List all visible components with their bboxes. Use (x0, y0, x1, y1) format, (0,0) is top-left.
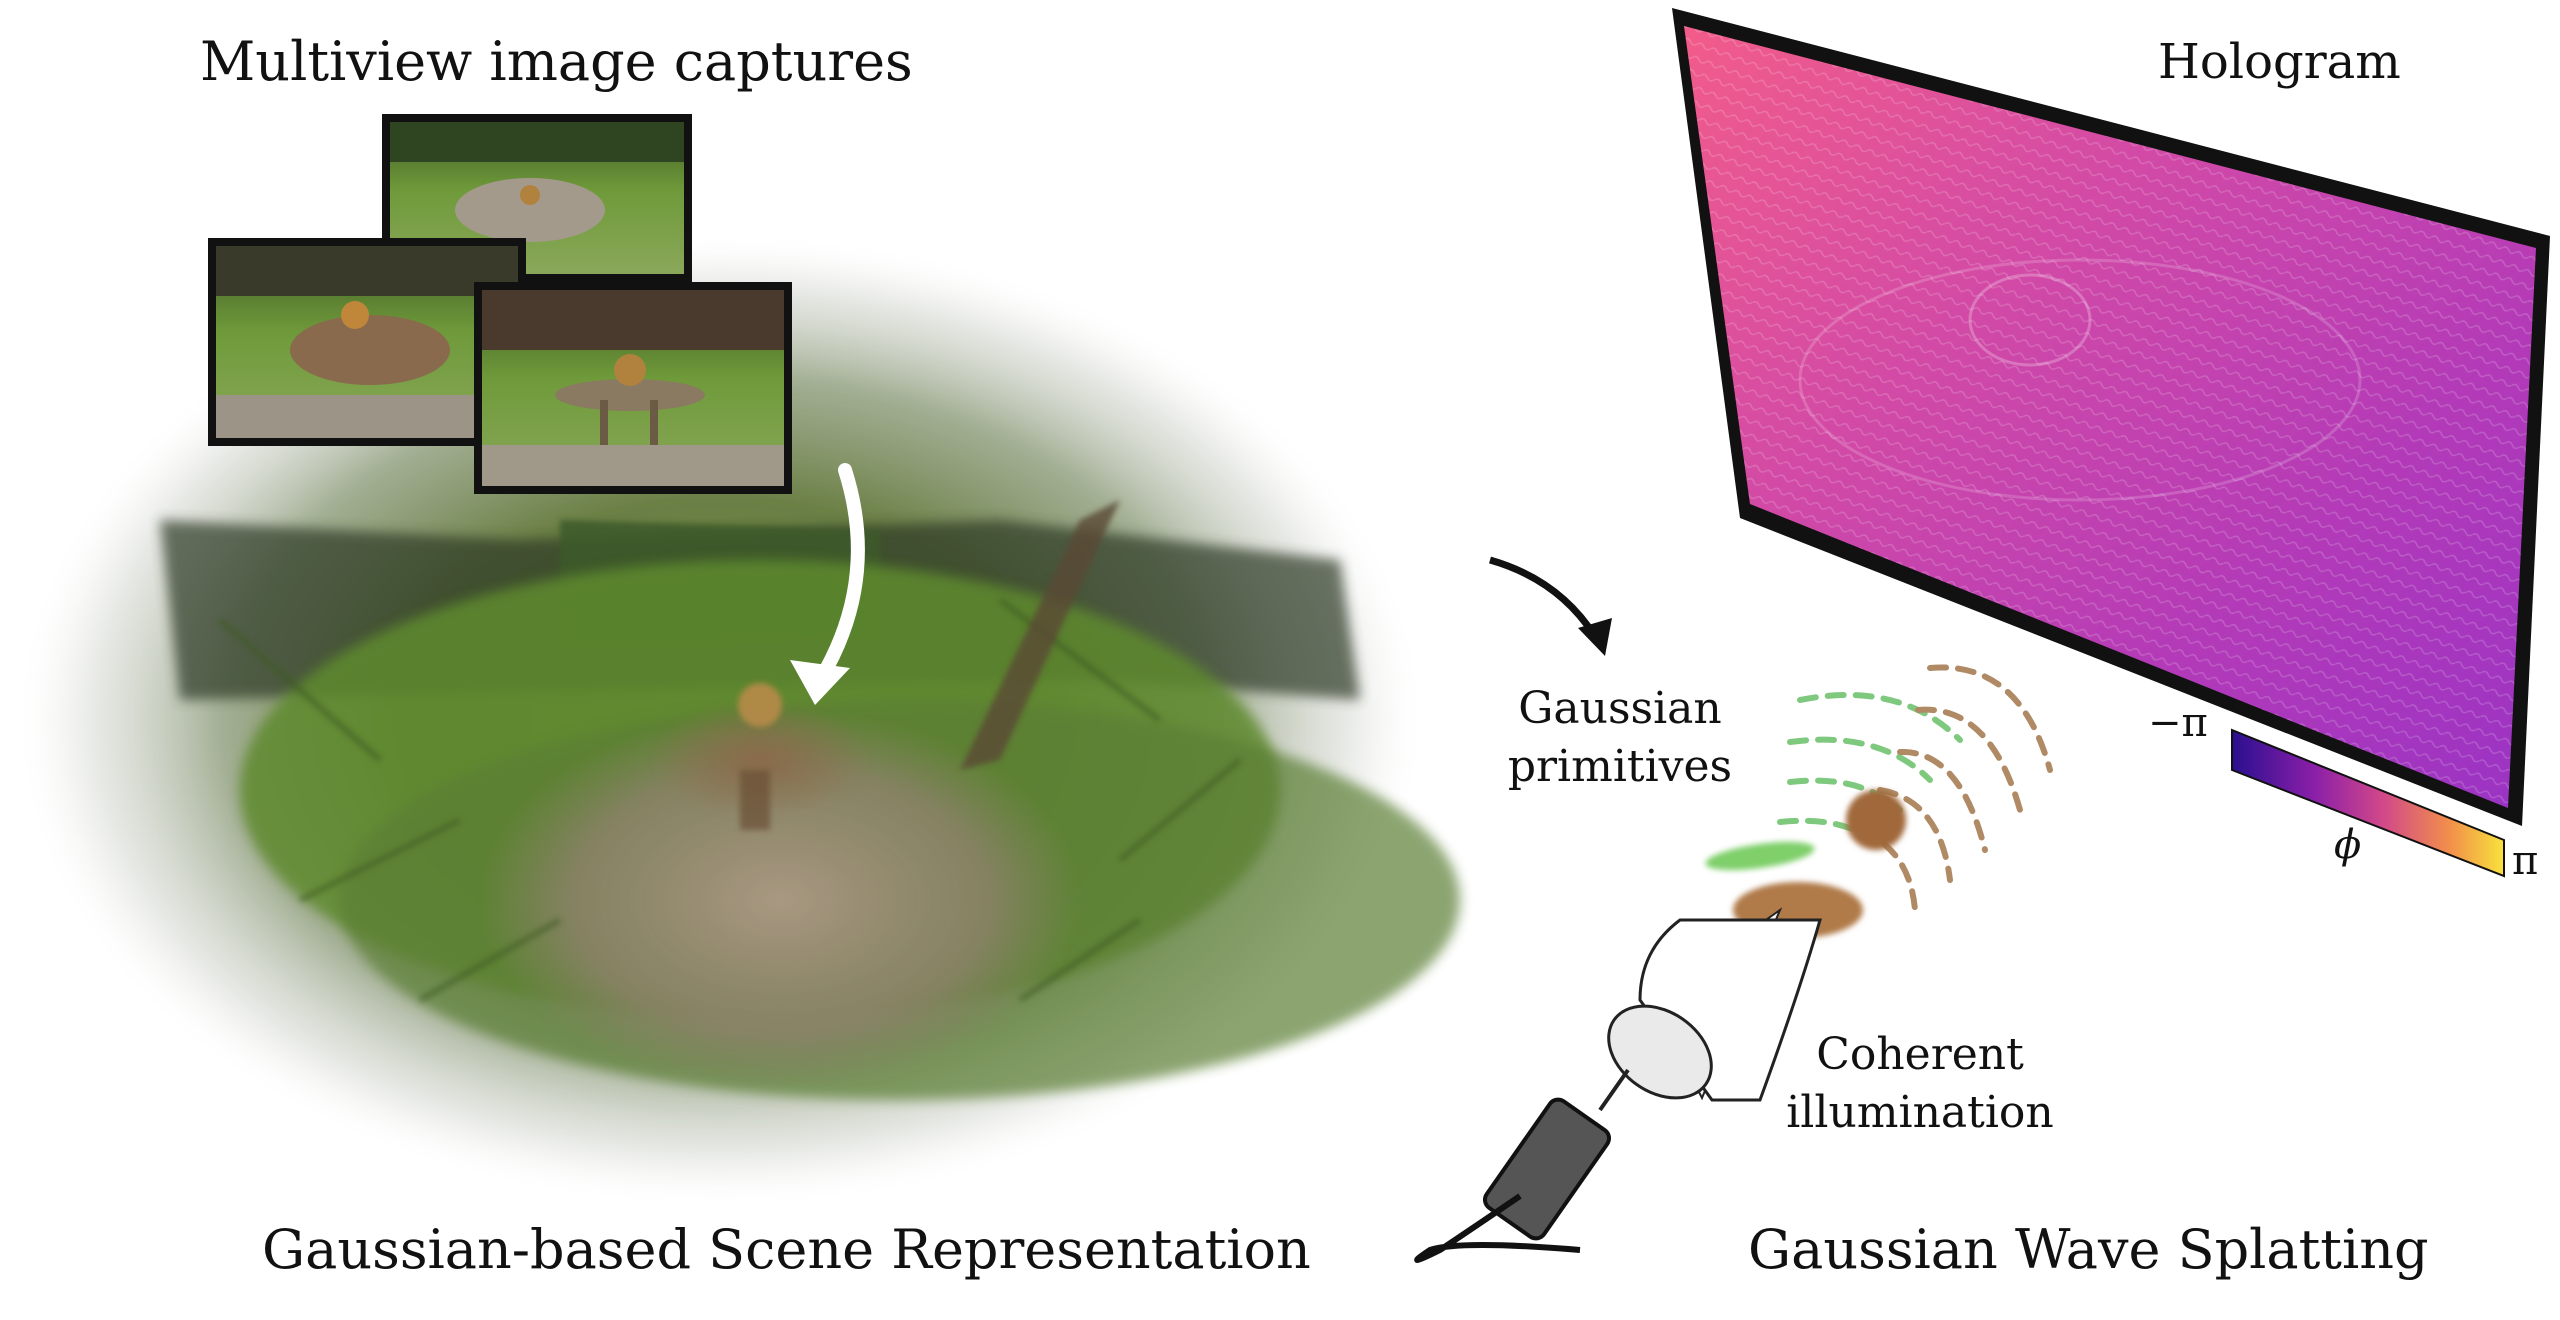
multiview-title: Multiview image captures (200, 30, 913, 93)
gaussian-scene-render (10, 230, 1460, 1210)
capture-photo-3 (474, 282, 792, 494)
coherent-line1: Coherent (1816, 1029, 2024, 1080)
gaussian-primitives-line1: Gaussian (1518, 683, 1722, 734)
coherent-line2: illumination (1786, 1087, 2054, 1138)
green-primitive (1705, 841, 1815, 871)
coherent-illumination-label: Coherent illumination (1780, 1026, 2060, 1142)
coherent-light-source (1414, 907, 1822, 1263)
capture-photo-2 (208, 238, 526, 446)
multiview-photos (208, 114, 792, 494)
colorbar-max-label: π (2512, 838, 2539, 884)
camera-to-scene-arrow (813, 463, 865, 687)
scene-to-hologram-arrow (1489, 556, 1599, 640)
gaussian-primitives-line2: primitives (1507, 741, 1733, 792)
scene-representation-title: Gaussian-based Scene Representation (262, 1218, 1311, 1281)
colorbar-symbol: ϕ (2334, 822, 2362, 868)
phase-colorbar (2231, 728, 2505, 878)
colorbar-min-label: −π (2148, 700, 2208, 746)
gaussian-primitives (1705, 790, 1906, 938)
hologram-panel (1672, 8, 2550, 826)
wave-splatting-title: Gaussian Wave Splatting (1748, 1218, 2429, 1281)
brown-primitive-small (1846, 790, 1906, 850)
hologram-title: Hologram (2158, 34, 2401, 90)
gaussian-primitives-label: Gaussian primitives (1500, 680, 1740, 796)
wave-arcs (1777, 664, 2053, 913)
